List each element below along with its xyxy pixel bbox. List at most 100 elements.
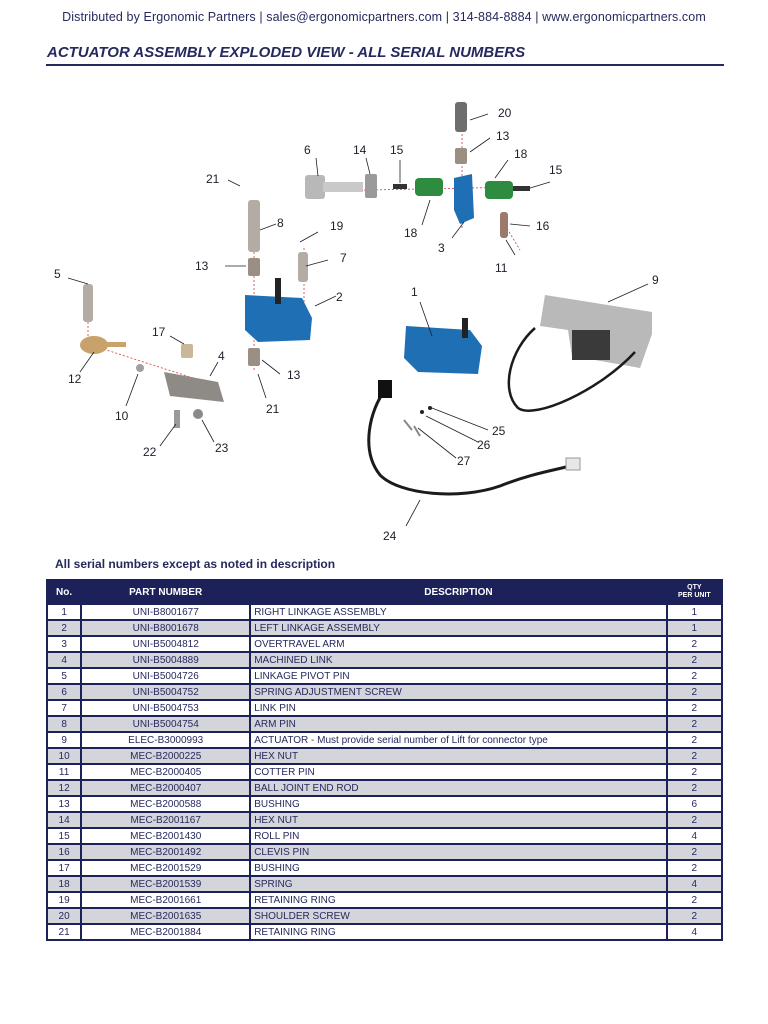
row-description: CLEVIS PIN	[251, 845, 666, 859]
callout-4: 4	[218, 349, 225, 363]
row-part-number: MEC-B2001661	[82, 893, 250, 907]
callout-21: 21	[266, 402, 280, 416]
callout-24: 24	[383, 529, 397, 543]
left-linkage-part	[245, 295, 312, 342]
cable-harness-part	[367, 389, 571, 496]
overtravel-arm-part	[454, 174, 474, 224]
row-qty: 2	[667, 701, 721, 715]
row-part-number: UNI-B8001678	[82, 621, 250, 635]
row-part-number: UNI-B5004726	[82, 669, 250, 683]
spring-part	[485, 181, 513, 199]
row-description: LINKAGE PIVOT PIN	[251, 669, 666, 683]
row-description: ARM PIN	[251, 717, 666, 731]
callout-10: 10	[115, 409, 129, 423]
row-part-number: UNI-B5004889	[82, 653, 250, 667]
bushing-part	[455, 148, 467, 164]
row-description: ROLL PIN	[251, 829, 666, 843]
row-part-number: UNI-B5004812	[82, 637, 250, 651]
row-qty: 2	[667, 893, 721, 907]
callout-22: 22	[143, 445, 157, 459]
row-qty: 2	[667, 781, 721, 795]
row-number: 2	[48, 621, 81, 635]
row-description: LINK PIN	[251, 701, 666, 715]
callout-15: 15	[390, 143, 404, 157]
row-description: OVERTRAVEL ARM	[251, 637, 666, 651]
row-description: LEFT LINKAGE ASSEMBLY	[251, 621, 666, 635]
arm-pin-part	[248, 200, 260, 252]
row-part-number: MEC-B2000588	[82, 797, 250, 811]
row-qty: 1	[667, 605, 721, 619]
row-number: 4	[48, 653, 81, 667]
row-description: SPRING ADJUSTMENT SCREW	[251, 685, 666, 699]
row-part-number: MEC-B2001492	[82, 845, 250, 859]
row-qty: 2	[667, 733, 721, 747]
row-qty: 2	[667, 717, 721, 731]
serial-note: All serial numbers except as noted in de…	[55, 557, 336, 571]
row-part-number: UNI-B5004753	[82, 701, 250, 715]
row-description: HEX NUT	[251, 813, 666, 827]
row-number: 7	[48, 701, 81, 715]
row-qty: 2	[667, 637, 721, 651]
row-number: 18	[48, 877, 81, 891]
row-qty: 2	[667, 845, 721, 859]
row-number: 5	[48, 669, 81, 683]
callout-5: 5	[54, 267, 61, 281]
row-qty: 2	[667, 813, 721, 827]
spring-part	[415, 178, 443, 196]
callout-25: 25	[492, 424, 506, 438]
row-description: BUSHING	[251, 861, 666, 875]
row-number: 13	[48, 797, 81, 811]
row-number: 10	[48, 749, 81, 763]
title-divider	[46, 64, 724, 66]
callout-1: 1	[411, 285, 418, 299]
callout-6: 6	[304, 143, 311, 157]
callout-11: 11	[495, 261, 508, 275]
callout-23: 23	[215, 441, 229, 455]
row-number: 16	[48, 845, 81, 859]
row-qty: 2	[667, 669, 721, 683]
row-number: 11	[48, 765, 81, 779]
adjustment-screw-part	[305, 175, 325, 199]
row-description: ACTUATOR - Must provide serial number of…	[251, 733, 666, 747]
row-qty: 4	[667, 877, 721, 891]
col-header-part-number: PART NUMBER	[82, 581, 250, 603]
pivot-pin-part	[83, 284, 93, 322]
row-number: 12	[48, 781, 81, 795]
row-qty: 4	[667, 925, 721, 939]
row-part-number: MEC-B2001539	[82, 877, 250, 891]
row-description: MACHINED LINK	[251, 653, 666, 667]
row-part-number: MEC-B2001167	[82, 813, 250, 827]
shoulder-screw-part	[455, 102, 467, 132]
row-number: 14	[48, 813, 81, 827]
row-qty: 2	[667, 749, 721, 763]
right-linkage-part	[404, 326, 482, 374]
machined-link-part	[164, 372, 224, 402]
row-description: BALL JOINT END ROD	[251, 781, 666, 795]
row-description: RETAINING RING	[251, 925, 666, 939]
row-number: 17	[48, 861, 81, 875]
row-number: 9	[48, 733, 81, 747]
callout-18: 18	[404, 226, 418, 240]
row-number: 20	[48, 909, 81, 923]
row-part-number: MEC-B2001884	[82, 925, 250, 939]
callout-21: 21	[206, 172, 220, 186]
row-description: COTTER PIN	[251, 765, 666, 779]
row-number: 19	[48, 893, 81, 907]
row-description: SHOULDER SCREW	[251, 909, 666, 923]
callout-9: 9	[652, 273, 659, 287]
row-part-number: MEC-B2001635	[82, 909, 250, 923]
callout-27: 27	[457, 454, 471, 468]
row-part-number: MEC-B2001529	[82, 861, 250, 875]
ball-joint-part	[80, 336, 108, 354]
